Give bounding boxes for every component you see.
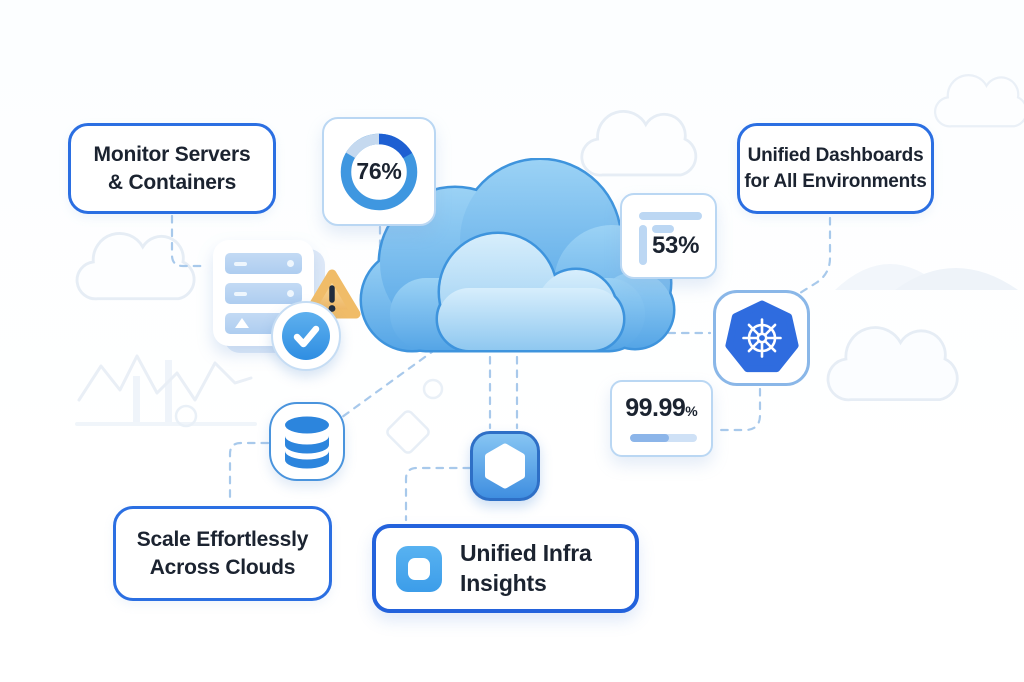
uptime-unit: % bbox=[685, 403, 698, 419]
rack-unit bbox=[225, 283, 302, 304]
label-line1: Scale Effortlessly bbox=[136, 527, 309, 551]
database-glyph bbox=[285, 416, 329, 468]
connector-k8s-to-uptime bbox=[714, 387, 762, 432]
connector-dashboards-to-k8s bbox=[798, 216, 832, 295]
connector-monitor-to-rack bbox=[170, 214, 208, 268]
hill-shape bbox=[895, 268, 1018, 290]
card-kubernetes bbox=[713, 290, 810, 386]
connector-cloud-to-database bbox=[336, 347, 438, 422]
card-monitor-servers: Monitor Servers & Containers bbox=[68, 123, 276, 214]
card-unified-dashboards: Unified Dashboards for All Environments bbox=[737, 123, 934, 214]
label-line1: Monitor Servers bbox=[93, 142, 251, 166]
card-usage-stat: 53% bbox=[620, 193, 717, 279]
faint-circle bbox=[422, 378, 444, 400]
uptime-progress-track bbox=[630, 434, 697, 442]
uptime-value-row: 99.99% bbox=[612, 394, 711, 423]
card-progress-ring: 76% bbox=[322, 117, 436, 226]
label-line1: Unified Dashboards bbox=[747, 145, 924, 167]
card-insights-label: Unified Infra Insights bbox=[460, 539, 592, 598]
kubernetes-helm-icon bbox=[724, 300, 799, 373]
faint-circle bbox=[174, 404, 198, 428]
progress-ring-svg bbox=[340, 133, 418, 210]
uptime-value: 99.99 bbox=[625, 394, 686, 422]
rack-led-dot bbox=[287, 260, 294, 267]
uptime-progress-fill bbox=[630, 434, 669, 442]
check-circle-fill bbox=[282, 312, 330, 360]
card-uptime: 99.99% bbox=[610, 380, 713, 457]
rack-eject-triangle bbox=[235, 318, 249, 328]
card-scale-clouds: Scale Effortlessly Across Clouds bbox=[113, 506, 332, 601]
database-cylinder-icon bbox=[269, 402, 345, 481]
label-line2: Across Clouds bbox=[149, 555, 296, 579]
cloud-front-fill bbox=[438, 234, 623, 350]
rounded-square-icon bbox=[396, 545, 442, 592]
label-line1: Unified Infra bbox=[460, 540, 592, 567]
rack-led-dash bbox=[234, 262, 247, 266]
label-line2: Insights bbox=[460, 569, 547, 596]
sketch-chart bbox=[75, 354, 257, 426]
rack-led-dot bbox=[287, 290, 294, 297]
rack-unit bbox=[225, 253, 302, 274]
rounded-square-hole bbox=[408, 557, 430, 580]
chart-bar bbox=[652, 225, 674, 233]
faint-diamond bbox=[386, 410, 430, 454]
chart-bar bbox=[639, 225, 647, 265]
card-scale-label: Scale Effortlessly Across Clouds bbox=[137, 526, 309, 582]
check-circle-icon bbox=[271, 301, 341, 371]
usage-stat-value: 53% bbox=[652, 232, 700, 259]
card-dashboards-label: Unified Dashboards for All Environments bbox=[744, 143, 926, 194]
label-line2: & Containers bbox=[107, 170, 237, 194]
hexagon-node-icon bbox=[470, 431, 540, 501]
progress-ring-value: 76% bbox=[356, 158, 402, 184]
card-unified-infra-insights: Unified Infra Insights bbox=[372, 524, 639, 613]
connector-hexagon-to-insights bbox=[404, 466, 472, 522]
card-monitor-label: Monitor Servers & Containers bbox=[94, 141, 251, 197]
connector-database-to-scale bbox=[228, 441, 270, 504]
hexagon-glyph bbox=[485, 443, 525, 489]
checkmark bbox=[293, 325, 320, 348]
helm-wheel bbox=[741, 318, 782, 358]
chart-bar bbox=[639, 212, 702, 220]
progress-ring: 76% bbox=[337, 130, 421, 214]
rack-led-dash bbox=[234, 292, 247, 296]
label-line2: for All Environments bbox=[744, 170, 927, 192]
